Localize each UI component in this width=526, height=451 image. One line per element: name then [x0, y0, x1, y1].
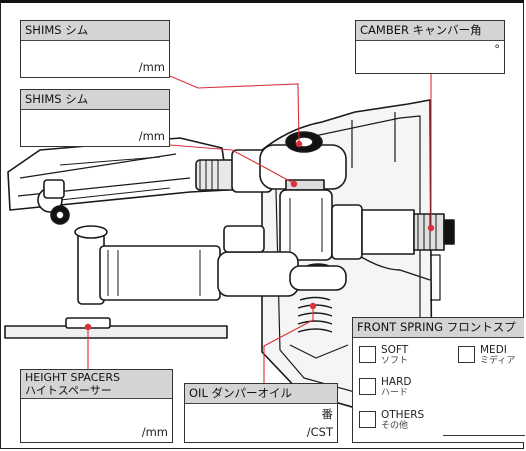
- others-label-jp: その他: [381, 421, 409, 431]
- hub: [331, 204, 363, 260]
- height-spacers-title-en: HEIGHT SPACERS: [25, 371, 120, 384]
- camber-field[interactable]: CAMBER キャンバー角 °: [355, 20, 505, 74]
- medium-label-jp: ミディア: [480, 356, 516, 366]
- shims-mid-unit: /mm: [138, 129, 165, 143]
- camber-unit: °: [494, 42, 500, 56]
- spring-option-soft[interactable]: SOFT ソフト: [359, 345, 408, 367]
- axle-nut: [413, 213, 445, 251]
- height-spacers-title-jp: ハイトスペーサー: [25, 384, 112, 397]
- height-spacers-header: HEIGHT SPACERS ハイトスペーサー: [21, 370, 172, 399]
- hard-checkbox[interactable]: [359, 378, 376, 395]
- spring-option-hard[interactable]: HARD ハード: [359, 377, 411, 399]
- leader-oil: [263, 306, 314, 383]
- oil-unit-bottom: /CST: [306, 425, 333, 439]
- shims-top-unit: /mm: [138, 60, 165, 74]
- shims-top-field[interactable]: SHIMS シム /mm: [20, 20, 170, 78]
- others-checkbox[interactable]: [359, 411, 376, 428]
- front-spring-panel: FRONT SPRING フロントスプ SOFT ソフト MEDI ミディア H…: [352, 317, 525, 443]
- others-label-en: OTHERS: [381, 409, 425, 421]
- shims-mid-field[interactable]: SHIMS シム /mm: [20, 89, 170, 147]
- hard-label-jp: ハード: [381, 388, 409, 398]
- soft-checkbox[interactable]: [359, 346, 376, 363]
- spring-coil: [297, 296, 333, 333]
- others-write-line[interactable]: [443, 435, 525, 436]
- hard-label-en: HARD: [381, 376, 412, 388]
- oil-field[interactable]: OIL ダンパーオイル 番 /CST: [184, 383, 338, 443]
- leader-shims-mid: [169, 144, 296, 185]
- kingpin-block: [279, 189, 333, 261]
- shims-top-title: SHIMS シム: [21, 21, 169, 41]
- medium-label-en: MEDI: [480, 344, 507, 356]
- leader-shims-top: [169, 75, 300, 145]
- oil-title: OIL ダンパーオイル: [185, 384, 337, 404]
- shims-mid-title: SHIMS シム: [21, 90, 169, 110]
- axle: [361, 209, 415, 255]
- spring-option-medium[interactable]: MEDI ミディア: [458, 345, 515, 367]
- front-spring-title: FRONT SPRING フロントスプ: [353, 318, 524, 338]
- height-spacers-field[interactable]: HEIGHT SPACERS ハイトスペーサー /mm: [20, 369, 173, 443]
- height-spacers-unit: /mm: [141, 425, 168, 439]
- oil-unit-top: 番: [321, 407, 334, 421]
- leader-lines: [87, 74, 432, 383]
- lower-rod-end: [217, 251, 299, 297]
- camber-title: CAMBER キャンバー角: [356, 21, 504, 41]
- chassis-plate: [4, 325, 228, 339]
- soft-label-jp: ソフト: [381, 356, 409, 366]
- spring-option-others[interactable]: OTHERS その他: [359, 410, 424, 432]
- soft-label-en: SOFT: [381, 344, 409, 356]
- medium-checkbox[interactable]: [458, 346, 475, 363]
